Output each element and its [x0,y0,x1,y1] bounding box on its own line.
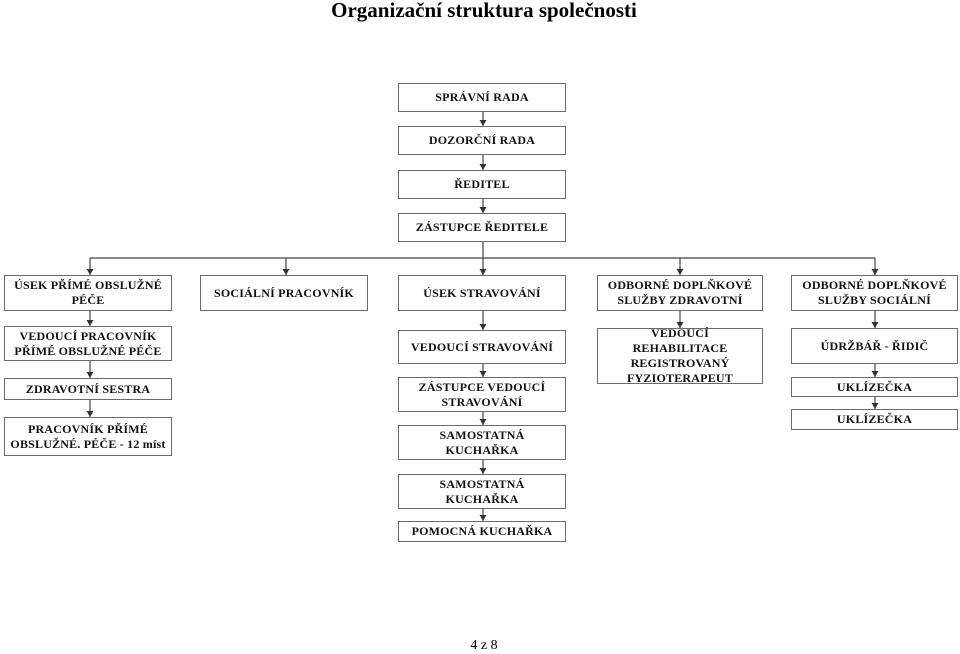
arrow-head [479,120,487,126]
arrow-head [871,371,879,377]
box-uklizecka-1: UKLÍZEČKA [791,377,958,397]
arrow-head [479,269,487,275]
box-spravni-rada: SPRÁVNÍ RADA [398,83,566,112]
arrow-head [871,322,879,328]
arrow-head [479,164,487,170]
box-pracovnik-prime-pece: PRACOVNÍK PŘÍMÉ OBSLUŽNÉ. PÉČE - 12 míst [4,417,172,456]
page-number-total: 8 [490,638,498,653]
box-uklizecka-2: UKLÍZEČKA [791,409,958,430]
arrow-head [282,269,290,275]
page-title: Organizační struktura společnosti [331,0,637,22]
arrow-head [479,468,487,474]
arrow-head [479,419,487,425]
arrow-head [86,320,94,326]
arrow-head [871,269,879,275]
page-number-separator: z [480,638,488,653]
arrow-head [86,372,94,378]
arrow-head [86,411,94,417]
box-reditel: ŘEDITEL [398,170,566,199]
arrow-head [676,322,684,328]
arrow-head [871,403,879,409]
box-zastupce-vedouci-stravovani: ZÁSTUPCE VEDOUCÍ STRAVOVÁNÍ [398,377,566,412]
page-number-current: 4 [470,638,478,653]
box-vedouci-stravovani: VEDOUCÍ STRAVOVÁNÍ [398,330,566,364]
box-samostatna-kucharka-2: SAMOSTATNÁ KUCHAŘKA [398,474,566,509]
arrow-head [479,324,487,330]
box-dept-sluzby-socialni: ODBORNÉ DOPLŇKOVÉ SLUŽBY SOCIÁLNÍ [791,275,958,311]
box-pomocna-kucharka: POMOCNÁ KUCHAŘKA [398,521,566,542]
box-zdravotni-sestra: ZDRAVOTNÍ SESTRA [4,378,172,400]
box-dept-socialni-pracovnik: SOCIÁLNÍ PRACOVNÍK [200,275,368,311]
box-dept-sluzby-zdravotni: ODBORNÉ DOPLŇKOVÉ SLUŽBY ZDRAVOTNÍ [597,275,763,311]
box-dept-stravovani: ÚSEK STRAVOVÁNÍ [398,275,566,311]
box-dept-prima-pece: ÚSEK PŘÍMÉ OBSLUŽNÉ PÉČE [4,275,172,311]
box-samostatna-kucharka-1: SAMOSTATNÁ KUCHAŘKA [398,425,566,460]
box-udrzbar-ridic: ÚDRŽBÁŘ - ŘIDIČ [791,328,958,364]
box-vedouci-pracovnik-pece: VEDOUCÍ PRACOVNÍK PŘÍMÉ OBSLUŽNÉ PÉČE [4,326,172,361]
box-zastupce-reditele: ZÁSTUPCE ŘEDITELE [398,213,566,242]
arrow-head [479,515,487,521]
arrow-head [479,207,487,213]
page-number: 4 z 8 [0,638,960,654]
arrow-head [86,269,94,275]
box-vedouci-rehabilitace: VEDOUCÍ REHABILITACE REGISTROVANÝ FYZIOT… [597,326,763,385]
box-dozorci-rada: DOZORČNÍ RADA [398,126,566,155]
arrow-head [479,371,487,377]
arrow-head [676,269,684,275]
